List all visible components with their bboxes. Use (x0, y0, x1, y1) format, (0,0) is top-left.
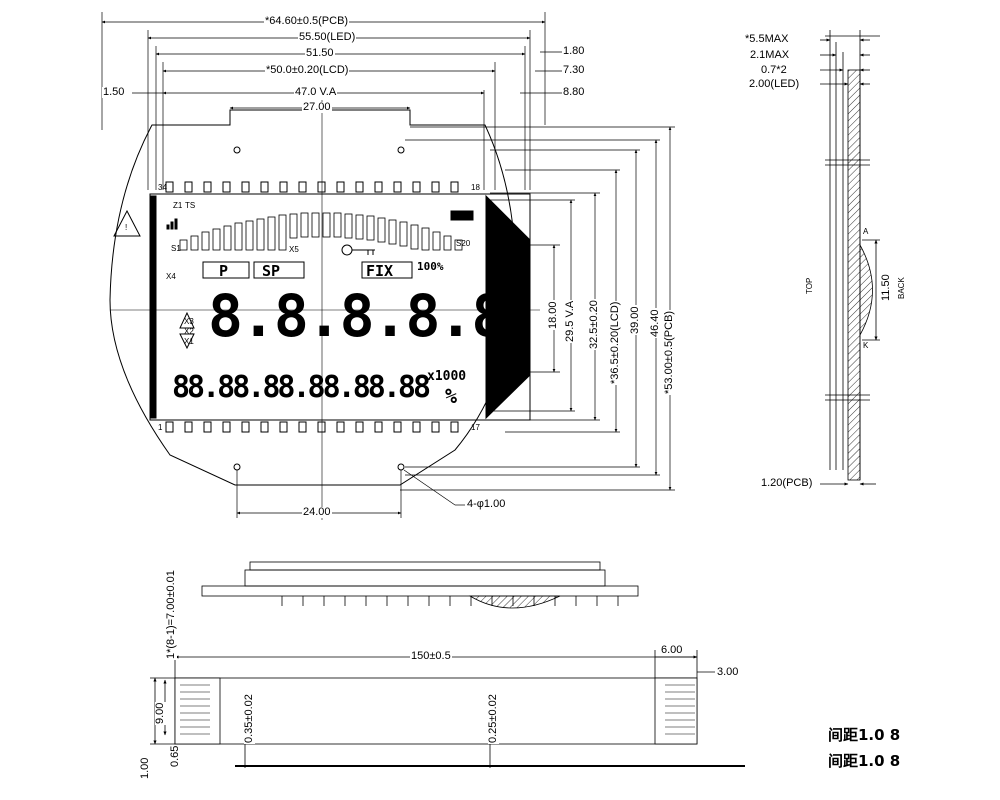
dim-side-2-1: 2.1MAX (749, 49, 791, 61)
dim-fpc-1: 1.00 (139, 756, 151, 780)
fpc-view (150, 650, 745, 768)
dim-top-27: 27.00 (302, 101, 332, 113)
icon-s20: S20 (456, 239, 471, 248)
dim-fpc-0-65: 0.65 (169, 744, 181, 768)
warning-symbol: ! (125, 223, 128, 232)
dim-v-46-4: 46.40 (649, 308, 661, 338)
pin-label-34: 34 (158, 183, 167, 192)
icon-x1000: x1000 (427, 369, 467, 384)
icon-x3: X3 (184, 317, 194, 326)
icon-p: P (219, 262, 229, 280)
dim-fpc-0-35: 0.35±0.02 (243, 693, 255, 744)
bargraph (179, 212, 463, 251)
bottom-section-view (201, 561, 639, 609)
holes-callout: 4-φ1.00 (466, 498, 507, 510)
dim-pcb-width: *64.60±0.5(PCB) (264, 15, 350, 27)
dim-side-2-led: 2.00(LED) (748, 78, 801, 90)
pitch-note-2: 间距1.0 8 (828, 752, 901, 770)
dim-fpc-9: 9.00 (154, 701, 166, 725)
icon-100pct: 100% (417, 260, 444, 273)
dim-right-8-80: 8.80 (562, 86, 586, 98)
pin-label-17: 17 (471, 423, 480, 432)
lcd-small-digits: 88.88.88.88.88.88 (172, 370, 431, 405)
dim-fpc-6: 6.00 (660, 644, 684, 656)
side-pin-k: K (863, 341, 869, 350)
icon-percent: % (445, 384, 458, 408)
dim-v-18: 18.00 (547, 300, 559, 330)
dim-bottom-24: 24.00 (302, 506, 332, 518)
bottom-pin-row (165, 421, 459, 433)
side-pin-a: A (863, 227, 869, 236)
dim-led-width: 55.50(LED) (298, 31, 357, 43)
dim-v-32-5: 32.5±0.20 (588, 299, 600, 350)
dim-fpc-3: 3.00 (716, 666, 740, 678)
icon-x4: X4 (166, 272, 176, 281)
dim-51-50: 51.50 (305, 47, 335, 59)
dim-v-39: 39.00 (629, 305, 641, 335)
pitch-note-1: 间距1.0 8 (828, 726, 901, 744)
dim-v-29-5: 29.5 V.A (564, 299, 576, 343)
icon-fix: FIX (366, 262, 394, 280)
dim-side-0-7x2: 0.7*2 (760, 64, 788, 76)
dim-fpc-pitch: 1*(8-1)=7.00±0.01 (165, 569, 177, 660)
side-top-label: TOP (805, 277, 814, 294)
icon-x1: X1 (184, 337, 194, 346)
dim-side-5-5: *5.5MAX (744, 33, 790, 45)
icon-x2: X2 (184, 327, 194, 336)
dim-left-offset: 1.50 (102, 86, 126, 98)
dim-fpc-0-25: 0.25±0.02 (487, 693, 499, 744)
dim-v-53-pcb: *53.00±0.5(PCB) (663, 309, 675, 395)
icon-sp: SP (262, 262, 281, 280)
dim-fpc-length: 150±0.5 (410, 650, 452, 662)
icon-x5: X5 (289, 245, 299, 254)
side-back-label: BACK (897, 277, 906, 299)
dim-view-area-width: 47.0 V.A (294, 86, 338, 98)
dim-side-pcb: 1.20(PCB) (760, 477, 814, 489)
dim-right-7-30: 7.30 (562, 64, 586, 76)
pin-label-18: 18 (471, 183, 480, 192)
side-view (820, 30, 880, 486)
front-view (101, 12, 675, 520)
dim-v-36-5-lcd: *36.5±0.20(LCD) (609, 300, 621, 385)
lcd-main-digits: 8.8.8.8.8 (208, 282, 506, 350)
icon-ts: TS (185, 201, 196, 210)
dim-lcd-width: *50.0±0.20(LCD) (265, 64, 350, 76)
dim-side-11-5: 11.50 (880, 273, 892, 302)
pin-label-1: 1 (158, 423, 163, 432)
top-pin-row (165, 181, 459, 193)
icon-s1: S1 (171, 244, 181, 253)
icon-z1: Z1 (173, 201, 183, 210)
dim-right-1-80: 1.80 (562, 45, 586, 57)
